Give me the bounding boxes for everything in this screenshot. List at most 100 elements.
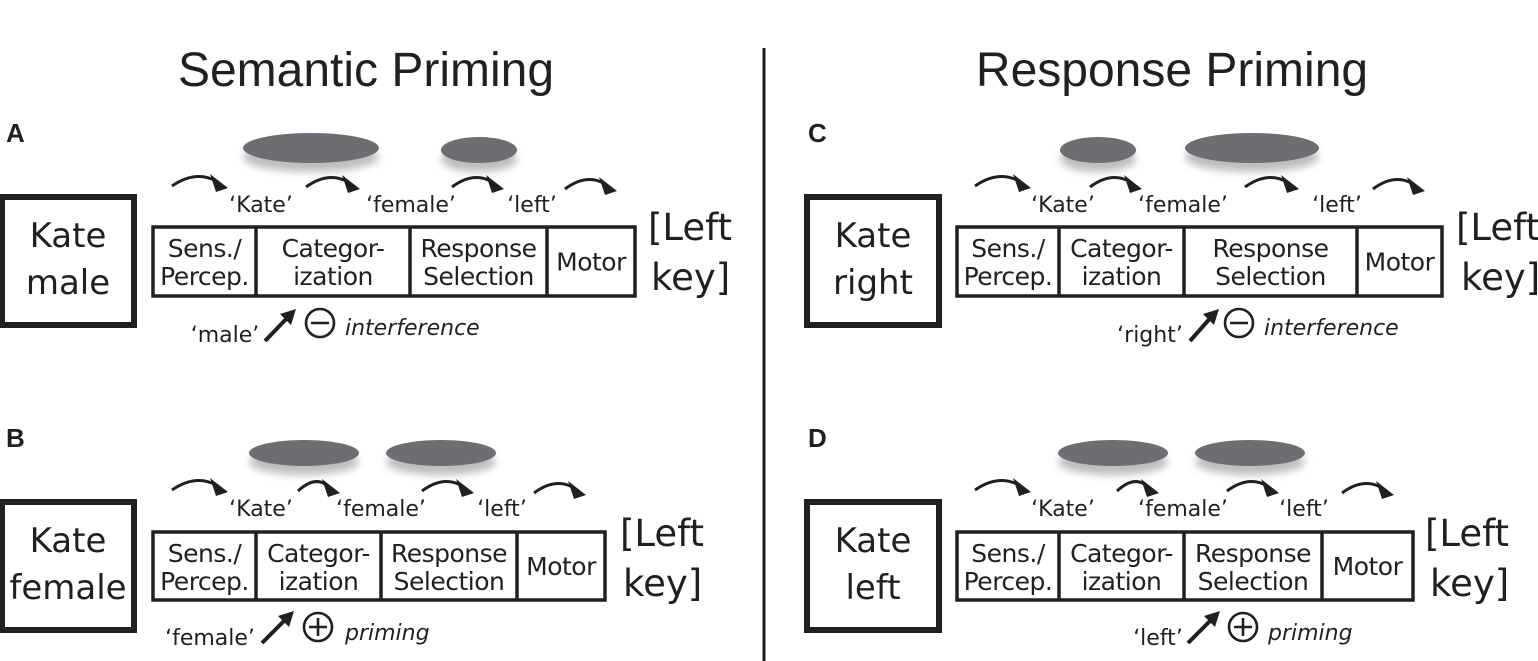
stage-categorization-line2: ization (279, 567, 359, 596)
effect-label: priming (1267, 621, 1353, 646)
panel-label: D (808, 423, 827, 453)
stimulus-word: right (833, 263, 913, 303)
key-label-line1: [Left (620, 512, 704, 555)
activation-ellipse (249, 440, 359, 475)
stimulus-name: Kate (30, 521, 107, 561)
activation-ellipse (1185, 133, 1319, 172)
stage-categorization-line1: Categor- (267, 539, 370, 568)
flow-arrow (974, 478, 1031, 496)
key-label-line1: [Left (1456, 206, 1538, 249)
panel-c: C Kate right Sens./Percep. Categor-ization Re… (804, 118, 1538, 348)
effect-label: interference (1264, 316, 1399, 341)
code-label: ‘female’ (336, 497, 426, 522)
code-label: ‘left’ (1312, 193, 1362, 218)
flow-arrow (533, 481, 586, 499)
stage-categorization-line2: ization (1082, 262, 1162, 291)
flow-arrow (305, 175, 360, 193)
flow-arrow (1372, 177, 1425, 195)
key-label-line1: [Left (648, 206, 732, 249)
key-label-line1: [Left (1425, 512, 1509, 555)
stage-categorization-line2: ization (1082, 567, 1162, 596)
flow-arrow (296, 479, 340, 497)
stage-motor: Motor (556, 248, 627, 277)
activation-ellipse (1060, 137, 1136, 172)
panel-b: BKatefemaleSens./Percep.Categor-izationR… (0, 423, 704, 651)
flow-arrow (451, 175, 504, 193)
prime-input-arrow (1188, 309, 1219, 343)
activation-ellipse (386, 440, 496, 475)
stage-sens-percep-line1: Sens./ (971, 234, 1046, 263)
panel-label: B (6, 423, 25, 453)
effect-label: priming (344, 621, 430, 646)
stage-motor: Motor (1365, 248, 1436, 277)
stage-sens-percep-line2: Percep. (964, 567, 1053, 596)
activation-ellipse (1195, 440, 1305, 475)
stimulus-name: Kate (30, 216, 107, 256)
prime-input-arrow (1186, 611, 1220, 645)
panel-label: C (808, 118, 827, 148)
stage-sens-percep-line2: Percep. (160, 567, 249, 596)
stage-sens-percep-line1: Sens./ (168, 234, 243, 263)
code-label: ‘female’ (1138, 193, 1228, 218)
code-label: ‘Kate’ (229, 193, 293, 218)
code-label: ‘Kate’ (1031, 497, 1095, 522)
stimulus-name: Kate (835, 216, 912, 256)
stimulus-word: female (9, 568, 126, 608)
code-label: ‘Kate’ (1031, 193, 1095, 218)
stage-bar (151, 530, 607, 602)
prime-input-label: ‘right’ (1117, 323, 1183, 348)
effect-label: interference (345, 316, 480, 341)
stage-response-selection-line2: Selection (1198, 567, 1309, 596)
flow-arrow (1244, 175, 1299, 193)
stage-bar (151, 225, 637, 298)
panel-d: DKateleftSens./Percep.Categor-izationRes… (804, 423, 1509, 651)
code-label: ‘left’ (1279, 497, 1329, 522)
stage-sens-percep-line1: Sens./ (971, 539, 1046, 568)
stage-motor: Motor (1333, 552, 1404, 581)
plus-circle-icon (1227, 611, 1259, 643)
flow-arrow (1341, 481, 1394, 499)
key-label-line2: key] (1430, 562, 1509, 605)
key-label-line2: key] (623, 562, 702, 605)
flow-arrow (974, 174, 1031, 192)
prime-input-arrow (260, 611, 294, 645)
minus-circle-icon (1223, 307, 1255, 339)
flow-arrow (1226, 479, 1279, 497)
minus-circle-icon (304, 307, 336, 339)
code-label: ‘left’ (477, 497, 527, 522)
key-label-line2: key] (651, 256, 730, 299)
prime-input-label: ‘left’ (1133, 626, 1183, 651)
stage-sens-percep-line2: Percep. (964, 262, 1053, 291)
code-label: ‘Kate’ (229, 497, 293, 522)
stage-response-selection-line1: Response (420, 234, 536, 263)
stage-response-selection-line2: Selection (423, 262, 534, 291)
flow-arrow (171, 478, 228, 496)
prime-input-label: ‘male’ (191, 323, 260, 348)
response-priming-title: Response Priming (976, 44, 1368, 97)
stimulus-word: male (26, 263, 110, 303)
panel-label: A (6, 118, 25, 148)
activation-ellipse (243, 133, 379, 172)
flow-arrow (1089, 175, 1142, 193)
stage-motor: Motor (526, 552, 597, 581)
code-label: ‘left’ (507, 193, 557, 218)
stage-response-selection-line2: Selection (394, 567, 505, 596)
prime-input-arrow (263, 309, 296, 343)
activation-ellipse (441, 137, 517, 172)
flow-arrow (1115, 479, 1159, 497)
code-label: ‘female’ (366, 193, 456, 218)
stage-categorization-line1: Categor- (282, 234, 385, 263)
stage-categorization-line1: Categor- (1070, 234, 1173, 263)
stage-sens-percep-line2: Percep. (160, 262, 249, 291)
prime-input-label: ‘female’ (165, 626, 255, 651)
stimulus-box (804, 194, 942, 328)
semantic-priming-title: Semantic Priming (178, 44, 554, 97)
flow-arrow (564, 177, 617, 195)
stimulus-box (0, 499, 137, 633)
stage-response-selection-line1: Response (391, 539, 507, 568)
stimulus-name: Kate (835, 521, 912, 561)
stage-response-selection-line1: Response (1212, 234, 1328, 263)
flow-arrow (171, 174, 228, 192)
activation-ellipse (1058, 440, 1168, 475)
